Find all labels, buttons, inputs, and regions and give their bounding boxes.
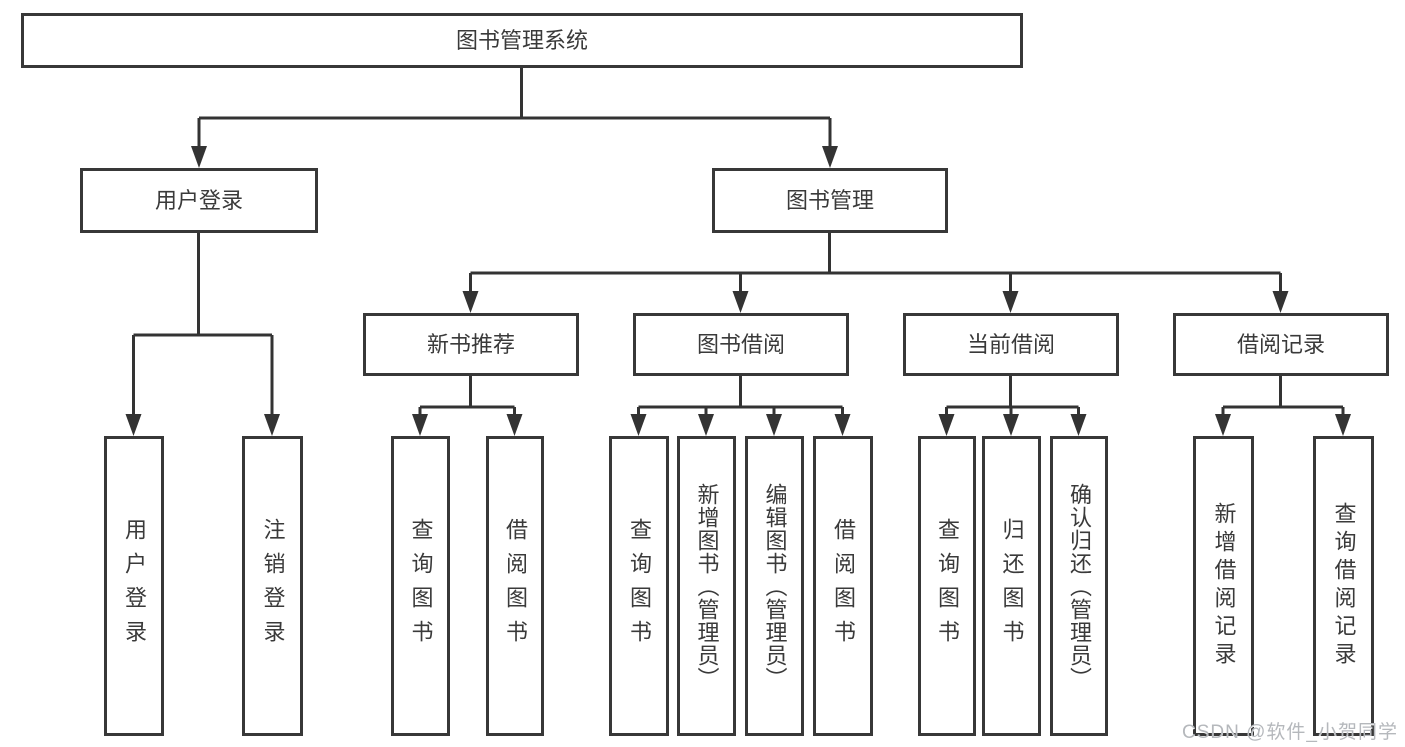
connector-user-login-split xyxy=(125,232,280,436)
leaf-query-books-current: 查询图书 xyxy=(918,436,976,736)
leaf-add-borrow-record: 新增借阅记录 xyxy=(1193,436,1254,736)
connector-book-management-split xyxy=(462,232,1289,313)
node-label: 查询图书 xyxy=(408,518,434,654)
leaf-borrow-books-recommend: 借阅图书 xyxy=(486,436,544,736)
node-label: 新增借阅记录 xyxy=(1211,502,1237,670)
leaf-borrow-books: 借阅图书 xyxy=(813,436,873,736)
arrowhead-icon xyxy=(1070,414,1087,436)
node-library-management-system: 图书管理系统 xyxy=(21,13,1023,68)
arrowhead-icon xyxy=(1272,291,1289,313)
connector-root-split xyxy=(191,68,838,168)
leaf-query-borrow-record: 查询借阅记录 xyxy=(1313,436,1374,736)
arrowhead-icon xyxy=(822,146,838,168)
leaf-confirm-return-admin: 确认归还（管理员） xyxy=(1050,436,1108,736)
node-label: 注销登录 xyxy=(260,518,286,654)
node-label: 归还图书 xyxy=(999,518,1025,654)
arrowhead-icon xyxy=(191,146,207,168)
arrowhead-icon xyxy=(766,414,782,436)
arrowhead-icon xyxy=(1215,414,1231,436)
arrowhead-icon xyxy=(412,414,428,436)
node-label: 编辑图书（管理员） xyxy=(762,482,788,690)
leaf-logout-login: 注销登录 xyxy=(242,436,303,736)
node-book-management: 图书管理 xyxy=(712,168,948,233)
leaf-query-books-recommend: 查询图书 xyxy=(391,436,450,736)
arrowhead-icon xyxy=(462,291,479,313)
node-label: 查询借阅记录 xyxy=(1331,502,1357,670)
node-label: 确认归还（管理员） xyxy=(1067,482,1092,690)
arrowhead-icon xyxy=(698,414,714,436)
node-label: 借阅图书 xyxy=(831,518,856,654)
node-label: 当前借阅 xyxy=(966,331,1055,357)
arrowhead-icon xyxy=(834,414,851,436)
arrowhead-icon xyxy=(630,414,647,436)
node-new-book-recommend: 新书推荐 xyxy=(363,313,579,376)
node-book-borrow: 图书借阅 xyxy=(633,313,849,376)
node-user-login: 用户登录 xyxy=(80,168,318,233)
watermark: CSDN @软件_小贺同学 xyxy=(1182,722,1398,743)
node-label: 借阅记录 xyxy=(1236,331,1325,357)
node-label: 用户登录 xyxy=(122,518,147,654)
arrowhead-icon xyxy=(1335,414,1351,436)
arrowhead-icon xyxy=(1002,291,1019,313)
leaf-add-books-admin: 新增图书（管理员） xyxy=(677,436,736,736)
node-label: 图书管理 xyxy=(785,187,874,213)
arrowhead-icon xyxy=(938,414,955,436)
arrowhead-icon xyxy=(506,414,523,436)
arrowhead-icon xyxy=(1003,414,1019,436)
leaf-return-books: 归还图书 xyxy=(982,436,1041,736)
arrowhead-icon xyxy=(264,414,280,436)
leaf-query-books-borrow: 查询图书 xyxy=(609,436,669,736)
node-label: 图书管理系统 xyxy=(455,27,588,53)
arrowhead-icon xyxy=(732,291,749,313)
node-label: 新书推荐 xyxy=(426,331,515,357)
connector-new-book-split xyxy=(412,375,523,436)
node-label: 新增图书（管理员） xyxy=(694,482,720,690)
leaf-user-login: 用户登录 xyxy=(104,436,164,736)
node-label: 用户登录 xyxy=(154,187,243,213)
node-label: 查询图书 xyxy=(627,518,652,654)
node-label: 查询图书 xyxy=(935,518,960,654)
connector-borrow-records-split xyxy=(1215,375,1351,436)
node-label: 借阅图书 xyxy=(503,518,528,654)
node-label: 图书借阅 xyxy=(696,331,785,357)
connector-book-borrow-split xyxy=(630,375,851,436)
arrowhead-icon xyxy=(125,414,142,436)
node-borrow-records: 借阅记录 xyxy=(1173,313,1389,376)
node-current-borrow: 当前借阅 xyxy=(903,313,1119,376)
leaf-edit-books-admin: 编辑图书（管理员） xyxy=(745,436,804,736)
connector-current-borrow-split xyxy=(938,375,1087,436)
